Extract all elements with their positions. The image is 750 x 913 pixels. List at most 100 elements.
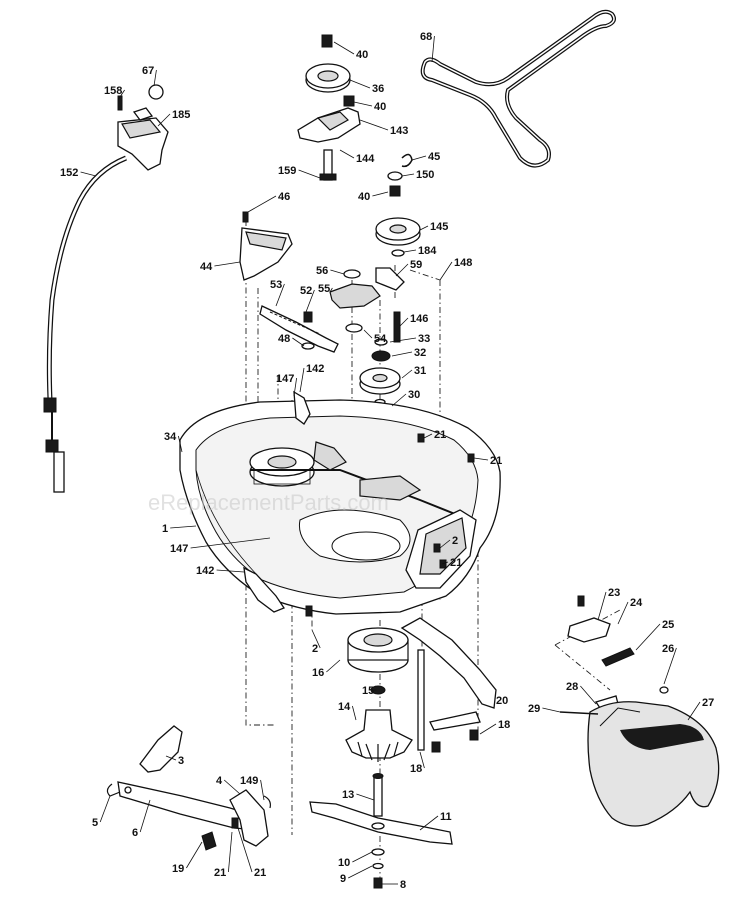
leader-line-14 [352, 705, 357, 721]
leader-line-40 [353, 101, 373, 107]
callout-150: 150 [416, 169, 434, 181]
watermark-text: eReplacementParts.com [148, 490, 389, 515]
leader-line-36 [349, 79, 371, 89]
callout-52: 52 [300, 285, 312, 297]
callout-labels: 6867158185152403640143144159451504046441… [60, 31, 714, 891]
callout-26: 26 [662, 643, 674, 655]
leader-line-21 [237, 827, 253, 873]
blade [309, 801, 453, 889]
callout-45: 45 [428, 151, 440, 163]
callout-21: 21 [450, 557, 462, 569]
leader-line-11 [419, 815, 439, 831]
leader-line-40 [372, 191, 389, 197]
callout-18: 18 [410, 763, 422, 775]
leader-line-32 [391, 351, 413, 357]
leader-line-2 [439, 539, 451, 549]
leader-line-55 [329, 287, 333, 293]
callout-27: 27 [702, 697, 714, 709]
callout-68: 68 [420, 31, 432, 43]
leader-line-26 [663, 647, 677, 685]
leader-line-27 [687, 701, 701, 721]
callout-13: 13 [342, 789, 354, 801]
leader-line-150 [401, 173, 415, 177]
callout-149: 149 [240, 775, 258, 787]
callout-20: 20 [496, 695, 508, 707]
callout-24: 24 [630, 597, 643, 609]
leader-line-158 [117, 89, 125, 101]
callout-21: 21 [214, 867, 226, 879]
leader-line-152 [80, 171, 97, 177]
leader-line-184 [403, 249, 417, 253]
leader-line-30 [391, 393, 407, 407]
leader-line-142 [216, 569, 245, 573]
callout-34: 34 [164, 431, 177, 443]
callout-142: 142 [306, 363, 324, 375]
callout-29: 29 [528, 703, 540, 715]
callout-142: 142 [196, 565, 214, 577]
callout-14: 14 [338, 701, 351, 713]
leader-line-18 [479, 723, 497, 735]
callout-67: 67 [142, 65, 154, 77]
leader-line-19 [186, 841, 203, 869]
idler-arm [329, 267, 405, 343]
leader-line-33 [389, 337, 417, 343]
leader-line-29 [542, 707, 561, 713]
bracket-53 [259, 305, 339, 353]
leader-line-149 [260, 779, 265, 801]
callout-25: 25 [662, 619, 674, 631]
callout-40: 40 [374, 101, 386, 113]
discharge-chute [559, 595, 720, 827]
callout-10: 10 [338, 857, 350, 869]
callout-21: 21 [254, 867, 266, 879]
leader-line-67 [153, 69, 157, 87]
callout-4: 4 [216, 775, 223, 787]
callout-11: 11 [440, 811, 452, 823]
spindle-assembly [345, 627, 413, 817]
callout-55: 55 [318, 283, 330, 295]
leader-line-54 [363, 329, 373, 339]
callout-145: 145 [430, 221, 448, 233]
leader-line-21 [228, 831, 233, 873]
belt-guard-44 [239, 211, 293, 281]
leader-line-145 [419, 225, 429, 231]
leader-line-148 [439, 261, 453, 281]
leader-line-25 [635, 623, 661, 651]
leader-line-45 [411, 155, 427, 161]
callout-48: 48 [278, 333, 290, 345]
callout-9: 9 [340, 873, 346, 885]
leader-line-34 [178, 435, 183, 453]
leader-line-5 [99, 795, 111, 823]
leader-line-142 [299, 367, 305, 393]
leader-line-68 [431, 35, 435, 63]
callout-19: 19 [172, 863, 184, 875]
callout-5: 5 [92, 817, 98, 829]
leader-line-9 [348, 865, 373, 879]
front-hanger [400, 617, 497, 753]
leader-line-59 [395, 263, 409, 277]
lift-links [106, 725, 271, 851]
callout-152: 152 [60, 167, 78, 179]
mower-deck [179, 390, 501, 615]
callout-144: 144 [356, 153, 375, 165]
callout-40: 40 [356, 49, 368, 61]
leader-line-21 [473, 457, 489, 461]
leader-line-16 [326, 659, 341, 673]
control-cable [43, 84, 169, 493]
callout-54: 54 [374, 333, 387, 345]
leader-line-46 [247, 195, 277, 213]
leader-line-24 [617, 601, 629, 625]
leader-line-3 [165, 755, 177, 761]
callout-146: 146 [410, 313, 428, 325]
pulley-145 [375, 153, 421, 257]
callout-23: 23 [608, 587, 620, 599]
callout-33: 33 [418, 333, 430, 345]
idler-assembly [297, 34, 361, 181]
callout-28: 28 [566, 681, 578, 693]
leader-line-52 [305, 289, 315, 313]
leader-lines [80, 35, 701, 885]
leader-line-48 [292, 337, 305, 347]
callout-31: 31 [414, 365, 426, 377]
leader-line-185 [157, 113, 171, 127]
